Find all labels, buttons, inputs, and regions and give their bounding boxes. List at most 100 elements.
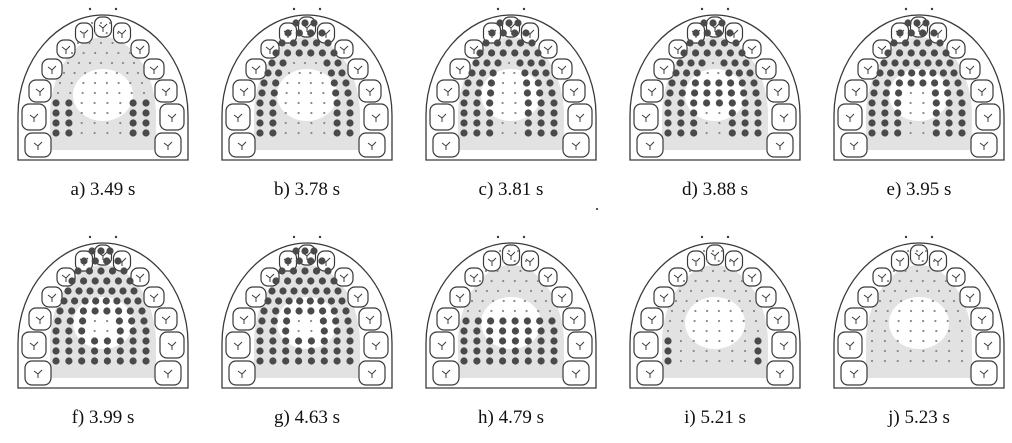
electrode-contact (328, 297, 335, 304)
tooth-icon (155, 361, 181, 385)
electrode-contact (505, 19, 512, 26)
reference-mark (727, 8, 729, 10)
electrode-contact (486, 347, 493, 354)
electrode (298, 112, 300, 114)
electrode-contact (92, 307, 99, 314)
electrode (922, 280, 924, 282)
electrode-contact (334, 59, 341, 66)
tooth-icon (960, 59, 980, 79)
electrode-contact (958, 99, 965, 106)
electrode (689, 270, 691, 272)
electrode-contact (883, 89, 890, 96)
electrode (298, 122, 300, 124)
electrode-contact (310, 247, 317, 254)
electrode-contact (709, 19, 716, 26)
electrode-contact (716, 99, 723, 106)
electrode-contact (92, 297, 99, 304)
electrode-contact (512, 337, 519, 344)
electrode (310, 102, 312, 104)
electrode (541, 290, 543, 292)
electrode (323, 122, 325, 124)
electrode (59, 82, 61, 84)
electrode-contact (731, 59, 738, 66)
palate-diagram (620, 5, 810, 170)
electrode-contact (279, 287, 286, 294)
electrode-contact (535, 79, 542, 86)
electrode (514, 132, 516, 134)
electrode (706, 280, 708, 282)
electrode (71, 82, 73, 84)
electrode (482, 300, 484, 302)
electrode (741, 310, 743, 312)
electrode-contact (946, 109, 953, 116)
electrode-contact (103, 297, 110, 304)
tooth-icon (634, 104, 658, 130)
electrode-contact (256, 119, 263, 126)
electrode-contact (130, 347, 137, 354)
electrode (745, 290, 747, 292)
palatogram-panel: j) 5.23 s (824, 233, 1012, 443)
electrode (100, 22, 102, 24)
electrode (105, 72, 107, 74)
electrode-contact (700, 19, 707, 26)
electrode-contact (296, 277, 303, 284)
electrode-contact (490, 69, 497, 76)
electrode (894, 290, 896, 292)
panel-caption: d) 3.88 s (615, 179, 815, 201)
electrode-contact (946, 119, 953, 126)
electrode-contact (103, 257, 110, 264)
electrode (933, 280, 935, 282)
electrode-contact (296, 257, 303, 264)
electrode-contact (750, 79, 757, 86)
electrode (757, 330, 759, 332)
electrode-contact (295, 347, 302, 354)
electrode-contact (666, 89, 673, 96)
electrode (669, 320, 671, 322)
electrode-contact (301, 267, 308, 274)
electrode-contact (334, 129, 341, 136)
electrode (502, 122, 504, 124)
electrode-contact (307, 49, 314, 56)
tooth-icon (246, 59, 266, 79)
electrode (706, 360, 708, 362)
electrode-contact (282, 357, 289, 364)
electrode-contact (258, 89, 265, 96)
electrode (503, 72, 505, 74)
electrode-contact (931, 49, 938, 56)
tooth-icon (233, 308, 255, 330)
electrode-contact (142, 119, 149, 126)
electrode-contact (687, 59, 694, 66)
palate-diagram (212, 233, 402, 398)
tooth-icon (359, 80, 381, 102)
electrode (514, 112, 516, 114)
electrode-contact (256, 347, 263, 354)
electrode-contact (268, 59, 275, 66)
electrode-contact (473, 357, 480, 364)
electrode (74, 72, 76, 74)
electrode (118, 82, 120, 84)
electrode (106, 82, 108, 84)
electrode (706, 260, 708, 262)
tooth-icon (845, 80, 867, 102)
electrode (718, 122, 720, 124)
electrode-contact (473, 347, 480, 354)
electrode (680, 340, 682, 342)
electrode (298, 92, 300, 94)
tooth-icon (654, 59, 674, 79)
electrode (693, 330, 695, 332)
electrode (701, 290, 703, 292)
electrode-contact (729, 119, 736, 126)
tooth-icon (873, 268, 891, 286)
electrode (106, 52, 108, 54)
electrode (117, 52, 119, 54)
electrode (723, 290, 725, 292)
electrode-contact (902, 59, 909, 66)
electrode-contact (488, 29, 495, 36)
electrode-contact (487, 317, 494, 324)
electrode (948, 340, 950, 342)
electrode (131, 92, 133, 94)
electrode-contact (130, 327, 137, 334)
electrode (922, 112, 924, 114)
electrode-contact (460, 347, 467, 354)
electrode-contact (728, 89, 735, 96)
